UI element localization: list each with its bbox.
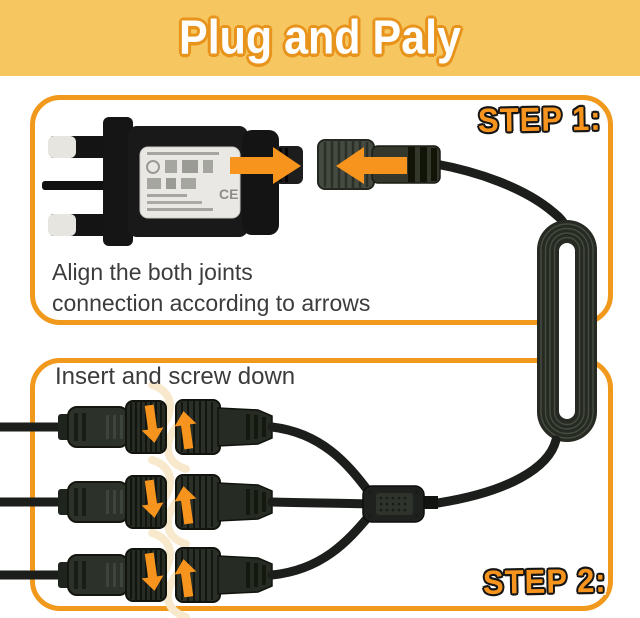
step1-instruction: Align the both joints connection accordi… [52,257,370,319]
step2-label: STEP 2: [482,561,607,602]
step1-instruction-line2: connection according to arrows [52,290,371,316]
step1-panel [30,95,613,325]
step1-label: STEP 1: [477,99,602,140]
step1-instruction-line1: Align the both joints [52,259,253,285]
page-title: Plug and Paly [179,10,461,65]
title-banner: Plug and Paly [0,0,640,76]
step2-instruction: Insert and screw down [55,363,296,390]
